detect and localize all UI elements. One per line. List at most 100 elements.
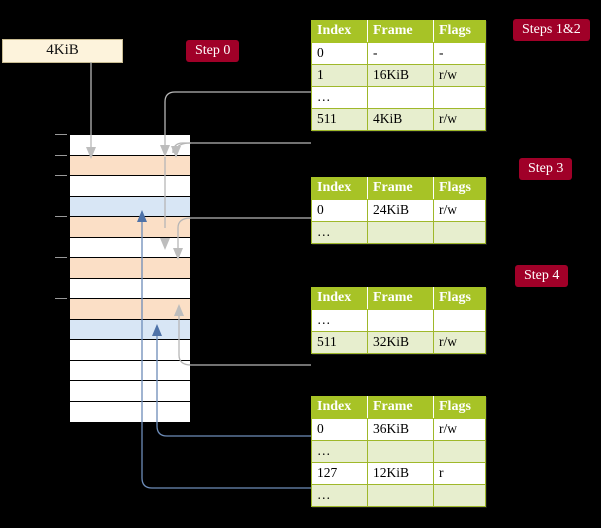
column-header-flags: Flags: [433, 396, 486, 419]
table-cell: -: [367, 42, 434, 65]
table-cell: r/w: [433, 199, 486, 222]
arrowhead-step3: [173, 248, 183, 260]
table-cell: 0: [311, 199, 368, 222]
memory-frame-row: [70, 340, 190, 361]
table-cell: 1: [311, 64, 368, 87]
page-box-4kib: 4KiB: [2, 39, 123, 63]
column-header-frame: Frame: [367, 396, 434, 419]
memory-tick: [55, 298, 67, 299]
table-row: …: [311, 86, 486, 109]
physical-memory-column: [69, 134, 191, 423]
wire-steps12-in: [164, 91, 311, 146]
memory-tick: [55, 154, 67, 156]
arrowhead-steps12-in: [160, 145, 170, 157]
memory-frame-row: [70, 299, 190, 320]
column-header-index: Index: [311, 396, 368, 419]
memory-frame-row: [70, 135, 190, 156]
table-cell: r/w: [433, 108, 486, 131]
table-cell: r/w: [433, 418, 486, 441]
badge-step-3: Step 3: [519, 158, 573, 180]
column-header-index: Index: [311, 20, 368, 43]
table-cell: …: [311, 440, 368, 463]
wire-step4-curve: [178, 316, 192, 366]
table-cell: …: [311, 86, 368, 109]
column-header-frame: Frame: [367, 20, 434, 43]
table-cell: 4KiB: [367, 108, 434, 131]
table-cell: [433, 309, 486, 332]
arrowhead-step0: [86, 147, 96, 159]
table-cell: 511: [311, 108, 368, 131]
wire-l1-row0: [156, 336, 311, 437]
memory-tick: [55, 175, 67, 176]
table-cell: [433, 484, 486, 507]
table-cell: …: [311, 484, 368, 507]
table-cell: [367, 86, 434, 109]
memory-frame-row: [70, 196, 190, 217]
badge-step-4: Step 4: [515, 265, 569, 287]
table-cell: 127: [311, 462, 368, 485]
memory-frame-row: [70, 155, 190, 176]
badge-label: Step 3: [528, 161, 564, 176]
arrowhead-step4: [174, 304, 184, 316]
table-cell: [367, 484, 434, 507]
memory-tick: [55, 216, 67, 217]
table-row: …: [311, 221, 486, 244]
table-cell: [433, 86, 486, 109]
table-cell: r/w: [433, 64, 486, 87]
column-header-frame: Frame: [367, 287, 434, 310]
table-row: …: [311, 440, 486, 463]
table-cell: [433, 221, 486, 244]
table-cell: …: [311, 309, 368, 332]
badge-steps-1-2: Steps 1&2: [513, 19, 590, 41]
table-cell: [367, 221, 434, 244]
table-row: …: [311, 309, 486, 332]
memory-frame-row: [70, 237, 190, 258]
table-cell: r: [433, 462, 486, 485]
badge-label: Step 4: [524, 268, 560, 283]
table-cell: [433, 440, 486, 463]
memory-tick: [55, 257, 67, 258]
arrowhead-l1-row127: [137, 210, 147, 222]
table-cell: r/w: [433, 331, 486, 354]
table-cell: …: [311, 221, 368, 244]
table-cell: 36KiB: [367, 418, 434, 441]
memory-frame-row: [70, 258, 190, 279]
memory-tick: [55, 134, 67, 135]
memory-frame-row: [70, 217, 190, 238]
table-cell: [367, 440, 434, 463]
column-header-index: Index: [311, 287, 368, 310]
table-cell: 0: [311, 42, 368, 65]
table-cell: 12KiB: [367, 462, 434, 485]
column-header-flags: Flags: [433, 287, 486, 310]
wire-step3-curve: [177, 217, 192, 248]
badge-label: Steps 1&2: [522, 22, 581, 37]
table-row: …: [311, 484, 486, 507]
arrowhead-l1-row0: [152, 324, 162, 336]
wire-l1-row127: [141, 222, 311, 489]
wire-l4-511: [172, 142, 311, 154]
table-cell: 32KiB: [367, 331, 434, 354]
column-header-flags: Flags: [433, 20, 486, 43]
memory-frame-row: [70, 401, 190, 422]
memory-frame-row: [70, 176, 190, 197]
table-cell: 511: [311, 331, 368, 354]
column-header-frame: Frame: [367, 177, 434, 200]
arrowhead-long-down: [160, 238, 170, 250]
column-header-flags: Flags: [433, 177, 486, 200]
badge-step-0: Step 0: [186, 40, 240, 62]
table-cell: -: [433, 42, 486, 65]
memory-frame-row: [70, 381, 190, 402]
table-row: 0--: [311, 42, 486, 65]
